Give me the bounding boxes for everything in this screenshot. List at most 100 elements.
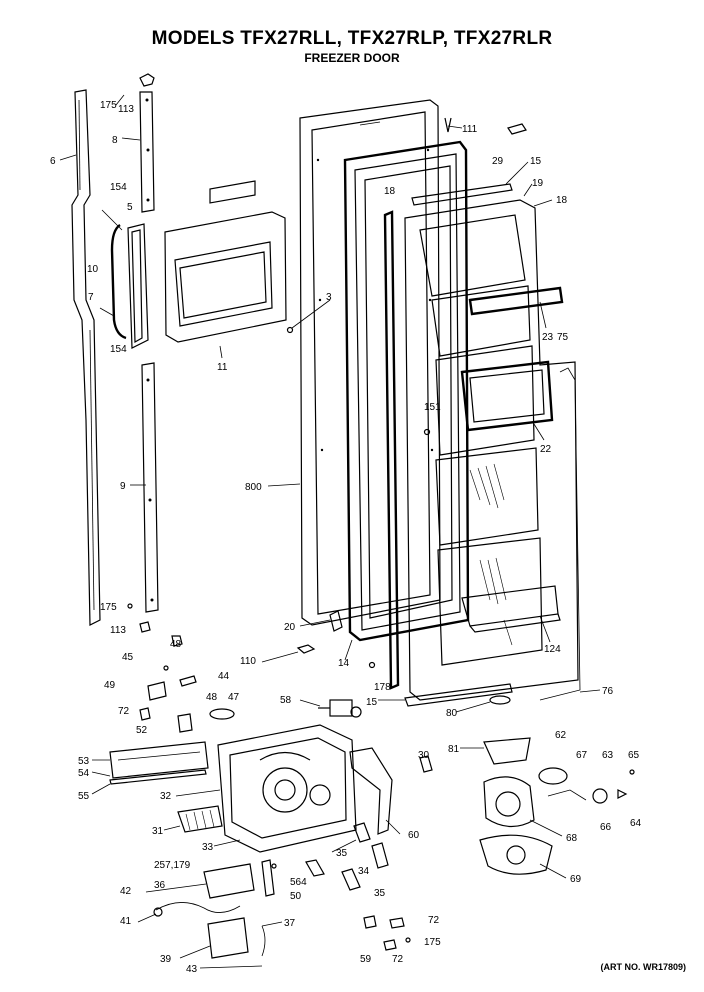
label-72-b: 72 bbox=[428, 915, 440, 926]
motor-assembly bbox=[479, 737, 635, 875]
lower-small-parts bbox=[153, 822, 411, 959]
label-62: 62 bbox=[555, 730, 567, 741]
bracket-part-20 bbox=[329, 610, 343, 632]
solenoid-part-58 bbox=[318, 699, 362, 718]
label-42: 42 bbox=[120, 886, 132, 897]
label-19: 19 bbox=[532, 178, 544, 189]
label-3: 3 bbox=[326, 292, 332, 303]
label-7: 7 bbox=[88, 292, 94, 303]
label-154-b: 154 bbox=[110, 344, 127, 355]
label-6: 6 bbox=[50, 156, 56, 167]
inner-door-liner bbox=[404, 199, 579, 701]
label-111: 111 bbox=[462, 124, 478, 135]
label-67: 67 bbox=[576, 750, 588, 761]
dispenser-housing bbox=[164, 180, 287, 343]
actuator-arm bbox=[349, 747, 393, 835]
label-80: 80 bbox=[446, 708, 458, 719]
diagram-title: MODELS TFX27RLL, TFX27RLP, TFX27RLR bbox=[151, 28, 553, 49]
label-175-c: 175 bbox=[424, 937, 441, 948]
small-fasteners-left bbox=[127, 603, 235, 733]
bottom-trim-strip bbox=[404, 683, 513, 707]
label-20: 20 bbox=[284, 622, 296, 633]
label-43: 43 bbox=[186, 964, 198, 975]
label-49: 49 bbox=[104, 680, 116, 691]
label-30: 30 bbox=[418, 750, 430, 761]
dispenser-shelf-bar bbox=[468, 286, 564, 316]
label-53: 53 bbox=[78, 756, 90, 767]
label-63: 63 bbox=[602, 750, 614, 761]
label-39: 39 bbox=[160, 954, 172, 965]
label-58: 58 bbox=[280, 695, 292, 706]
bracket-part-30 bbox=[419, 755, 433, 773]
handle-strip-upper bbox=[139, 73, 155, 213]
hinge-part-110 bbox=[296, 644, 316, 654]
label-154: 154 bbox=[110, 182, 127, 193]
part-number-labels: 175 113 8 6 154 5 10 7 154 11 3 111 29 1… bbox=[50, 100, 642, 975]
label-15: 15 bbox=[530, 156, 542, 167]
label-44: 44 bbox=[218, 671, 230, 682]
label-52: 52 bbox=[136, 725, 148, 736]
screw-part-3 bbox=[286, 326, 294, 334]
label-175: 175 bbox=[100, 100, 117, 111]
label-18: 18 bbox=[384, 186, 396, 197]
label-48-b: 48 bbox=[206, 692, 218, 703]
label-47: 47 bbox=[228, 692, 240, 703]
label-54: 54 bbox=[78, 768, 90, 779]
door-trim-strip-left bbox=[71, 89, 101, 626]
door-handle bbox=[99, 209, 149, 349]
label-29: 29 bbox=[492, 156, 504, 167]
label-800: 800 bbox=[245, 482, 262, 493]
label-34: 34 bbox=[358, 866, 370, 877]
label-257-179: 257,179 bbox=[154, 860, 191, 871]
label-35-b: 35 bbox=[374, 888, 386, 899]
label-48: 48 bbox=[170, 639, 182, 650]
light-lens-assembly bbox=[109, 741, 209, 785]
label-14: 14 bbox=[338, 658, 350, 669]
label-75: 75 bbox=[557, 332, 569, 343]
label-35: 35 bbox=[336, 848, 348, 859]
label-45: 45 bbox=[122, 652, 134, 663]
label-64: 64 bbox=[630, 818, 642, 829]
label-69: 69 bbox=[570, 874, 582, 885]
liner-trim-strip bbox=[383, 210, 400, 690]
label-72: 72 bbox=[118, 706, 130, 717]
label-60: 60 bbox=[408, 830, 420, 841]
label-68: 68 bbox=[566, 833, 578, 844]
label-178: 178 bbox=[374, 682, 391, 693]
label-32: 32 bbox=[160, 791, 172, 802]
heater-wire bbox=[539, 367, 581, 701]
label-5: 5 bbox=[127, 202, 133, 213]
spring-part-29 bbox=[507, 123, 527, 135]
label-72-c: 72 bbox=[392, 954, 404, 965]
dispenser-panel bbox=[460, 360, 554, 432]
label-18-b: 18 bbox=[556, 195, 568, 206]
label-81: 81 bbox=[448, 744, 460, 755]
label-9: 9 bbox=[120, 481, 126, 492]
diagram-subtitle: FREEZER DOOR bbox=[304, 51, 400, 65]
label-113: 113 bbox=[118, 104, 134, 115]
label-leader-lines bbox=[59, 94, 601, 969]
label-55: 55 bbox=[78, 791, 90, 802]
label-50: 50 bbox=[290, 891, 302, 902]
screw-part-178 bbox=[368, 661, 376, 669]
label-10: 10 bbox=[87, 264, 99, 275]
label-110: 110 bbox=[240, 656, 256, 667]
label-76: 76 bbox=[602, 686, 614, 697]
label-41: 41 bbox=[120, 916, 132, 927]
clip-part-111 bbox=[444, 117, 452, 133]
label-175-b: 175 bbox=[100, 602, 117, 613]
label-33: 33 bbox=[202, 842, 214, 853]
label-564: 564 bbox=[290, 877, 307, 888]
door-bin bbox=[461, 585, 561, 633]
label-65: 65 bbox=[628, 750, 640, 761]
label-8: 8 bbox=[112, 135, 118, 146]
label-36: 36 bbox=[154, 880, 166, 891]
label-15-b: 15 bbox=[366, 697, 378, 708]
label-124: 124 bbox=[544, 644, 561, 655]
label-11: 11 bbox=[217, 362, 228, 373]
label-37: 37 bbox=[284, 918, 296, 929]
screw-part-151 bbox=[423, 428, 431, 436]
label-113-b: 113 bbox=[110, 625, 126, 636]
label-151: 151 bbox=[424, 402, 441, 413]
